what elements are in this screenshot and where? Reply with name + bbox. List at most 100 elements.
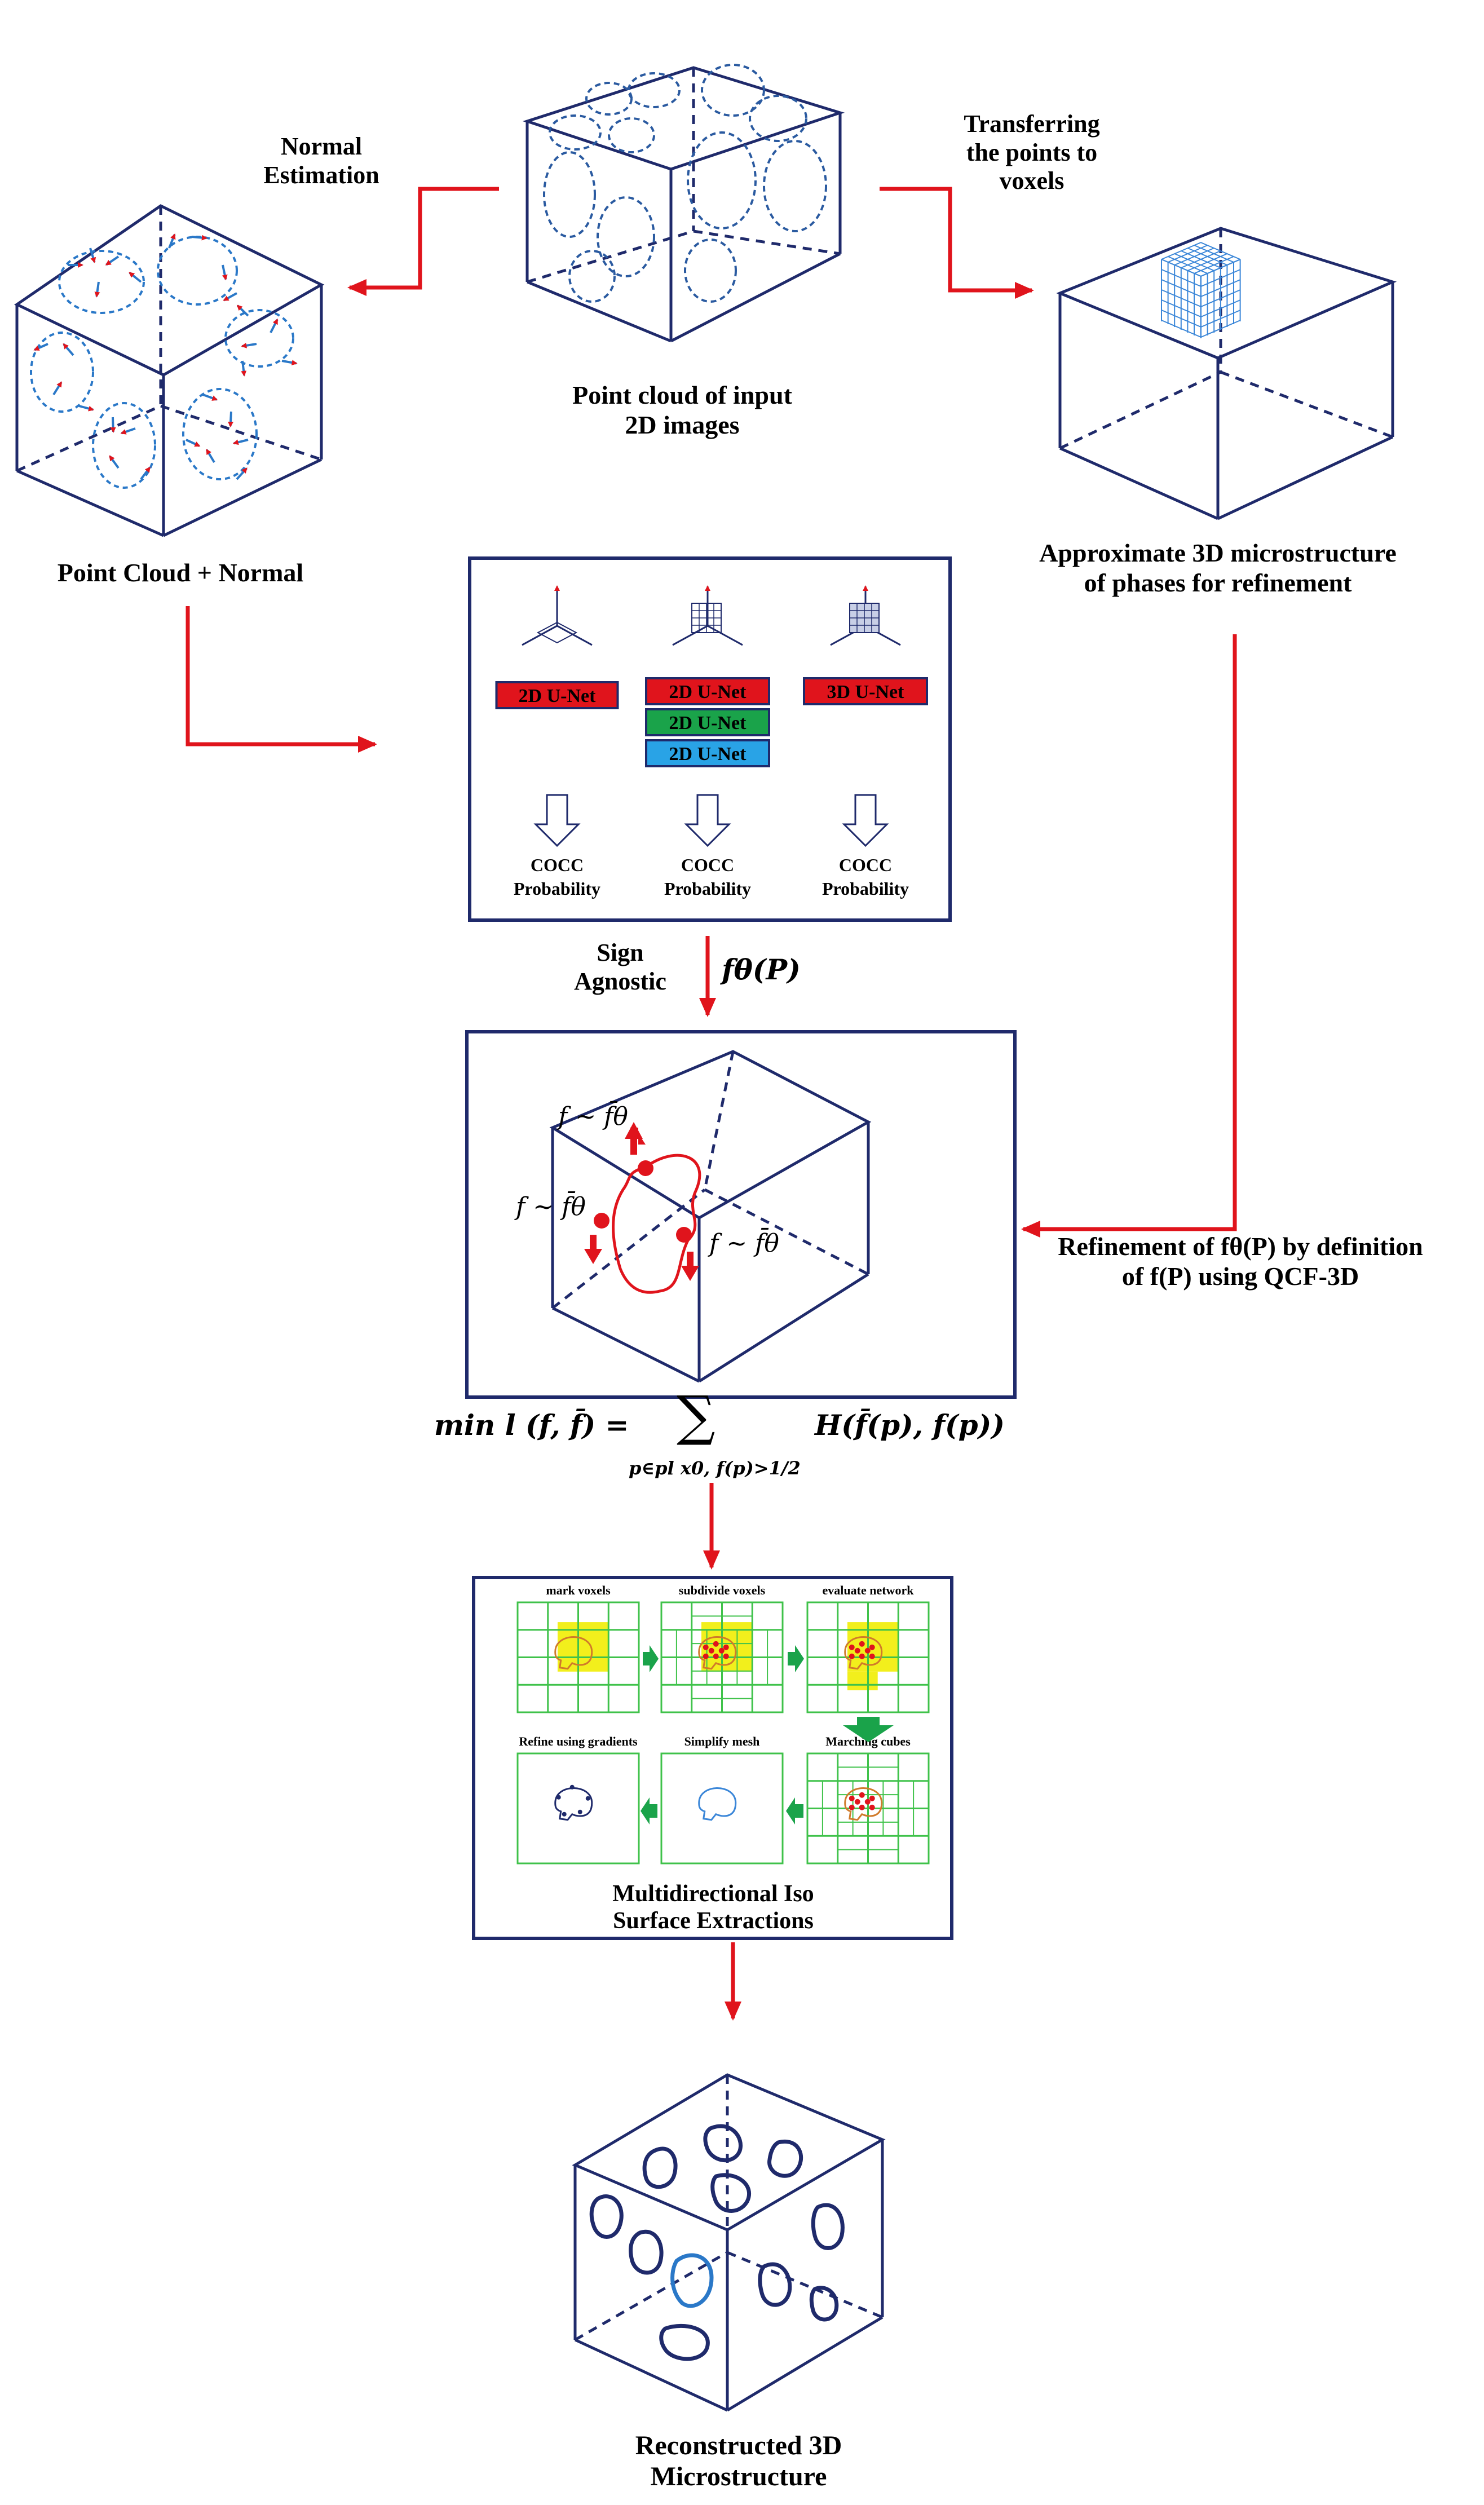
- iso-dot: [562, 1812, 567, 1817]
- flow-arrows: [186, 187, 1237, 2021]
- iso-dot: [708, 1647, 714, 1654]
- normal-arrow: [89, 248, 96, 263]
- loss-sum: ∑: [677, 1384, 716, 1447]
- axis-line: [707, 625, 743, 646]
- axis-line: [556, 625, 593, 646]
- iso-dot: [849, 1644, 855, 1650]
- output-label: Probability: [664, 878, 751, 899]
- gradient-arrows: [584, 1122, 699, 1281]
- unet-panel-frame: [468, 556, 952, 922]
- hollow-arrow: [533, 794, 581, 847]
- fbar-label-left: f ~ f̄θ: [516, 1192, 586, 1221]
- unet-label: 3D U-Net: [827, 682, 905, 703]
- output-label: Probability: [822, 878, 909, 899]
- iso-dot: [723, 1644, 729, 1650]
- cube-sign-agnostic: [549, 1050, 872, 1383]
- point-cloud-loops: [543, 64, 827, 303]
- cube-voxels: [1056, 227, 1397, 520]
- grain: [767, 2139, 803, 2178]
- voxel-line: [1187, 248, 1227, 266]
- voxel-line: [1200, 242, 1240, 260]
- grain: [809, 2286, 839, 2322]
- label-multidirectional: Multidirectional Iso Surface Extractions: [564, 1880, 863, 1935]
- normal-arrow: [186, 439, 201, 447]
- label-line: Refinement of fθ(P) by definition: [1058, 1232, 1423, 1261]
- label-line: Microstructure: [650, 2462, 827, 2492]
- iso-dot: [864, 1799, 871, 1805]
- iso-step-label: Simplify mesh: [684, 1734, 760, 1748]
- green-arrow: [843, 1717, 894, 1742]
- normal-arrow: [241, 342, 257, 348]
- iso-step-label: mark voxels: [546, 1583, 611, 1597]
- fbar-label-top: f ~ f̄θ: [558, 1102, 628, 1131]
- green-arrow: [643, 1645, 659, 1672]
- grain: [758, 2262, 792, 2307]
- normal-arrow: [109, 455, 120, 469]
- sample-points: [594, 1160, 692, 1243]
- normal-arrows: [33, 233, 298, 480]
- f-theta-label: fθ(P): [722, 953, 801, 986]
- label-reconstructed: Reconstructed 3D Microstructure: [569, 2430, 908, 2492]
- label-line: Approximate 3D microstructure: [1039, 538, 1397, 567]
- sample-point: [594, 1213, 610, 1229]
- grain: [710, 2173, 752, 2213]
- grain: [703, 2124, 743, 2162]
- normal-arrow: [202, 394, 218, 401]
- voxel-block: [1161, 242, 1241, 338]
- up-arrow: [630, 1126, 646, 1145]
- iso-dot: [585, 1796, 590, 1801]
- arrow-normal-estimation: [347, 187, 499, 296]
- grain: [629, 2229, 664, 2275]
- iso-dot: [713, 1641, 719, 1647]
- iso-step-label: Refine using gradients: [519, 1734, 638, 1748]
- iso-dot: [703, 1644, 709, 1650]
- normal-arrow: [236, 304, 249, 317]
- iso-cells: mark voxels subdivide voxels evaluate netw…: [516, 1583, 930, 1865]
- reconstructed-grains: [589, 2124, 845, 2361]
- down-arrow-right: [681, 1252, 699, 1281]
- normal-arrow: [52, 381, 63, 396]
- iso-step-label: subdivide voxels: [679, 1583, 766, 1597]
- arrow-to-unet: [186, 606, 377, 753]
- iso-dot: [869, 1653, 875, 1659]
- label-line: Reconstructed 3D: [635, 2431, 842, 2460]
- normal-arrow: [140, 466, 151, 480]
- unet-label: 2D U-Net: [669, 682, 747, 703]
- normal-arrow: [270, 319, 279, 333]
- label-line: 2D images: [625, 410, 740, 439]
- label-line: Point cloud of input: [572, 381, 792, 409]
- iso-dot: [703, 1653, 709, 1659]
- iso-dot: [859, 1641, 865, 1647]
- red-surface-curve: [612, 1154, 701, 1294]
- unet-box: [645, 677, 770, 705]
- label-approximate: Approximate 3D microstructure of phases …: [981, 538, 1455, 598]
- unet-label: 2D U-Net: [519, 686, 597, 706]
- grid-plane: [536, 621, 578, 644]
- output-label: COCC: [681, 855, 734, 875]
- normal-arrow: [222, 264, 228, 281]
- grain: [589, 2194, 624, 2239]
- iso-blob: [844, 1636, 883, 1670]
- label-normal-estimation: Normal Estimation: [237, 132, 406, 189]
- normal-arrow: [191, 235, 207, 241]
- loss-subscript: p∈pl x0, f(p)>1/2: [629, 1457, 801, 1479]
- unet-label: 2D U-Net: [669, 744, 747, 765]
- iso-step-label: evaluate network: [823, 1583, 915, 1597]
- normal-arrow: [63, 343, 74, 356]
- cube-point-cloud-input: [522, 66, 845, 343]
- grid-frame: [516, 1752, 640, 1865]
- iso-blob: [554, 1636, 593, 1670]
- arrow-refinement: [1021, 634, 1237, 1238]
- voxel-line: [1168, 256, 1208, 274]
- iso-dot: [723, 1653, 729, 1659]
- normal-arrow: [281, 360, 298, 366]
- iso-dot: [569, 1784, 575, 1790]
- unet-label: 2D U-Net: [669, 713, 747, 734]
- green-arrow: [788, 1645, 804, 1672]
- label-line: voxels: [999, 167, 1065, 195]
- normal-arrow: [236, 467, 248, 480]
- label-sign-agnostic: Sign Agnostic: [558, 939, 682, 996]
- label-line: of phases for refinement: [1084, 568, 1352, 597]
- iso-dot: [869, 1644, 875, 1650]
